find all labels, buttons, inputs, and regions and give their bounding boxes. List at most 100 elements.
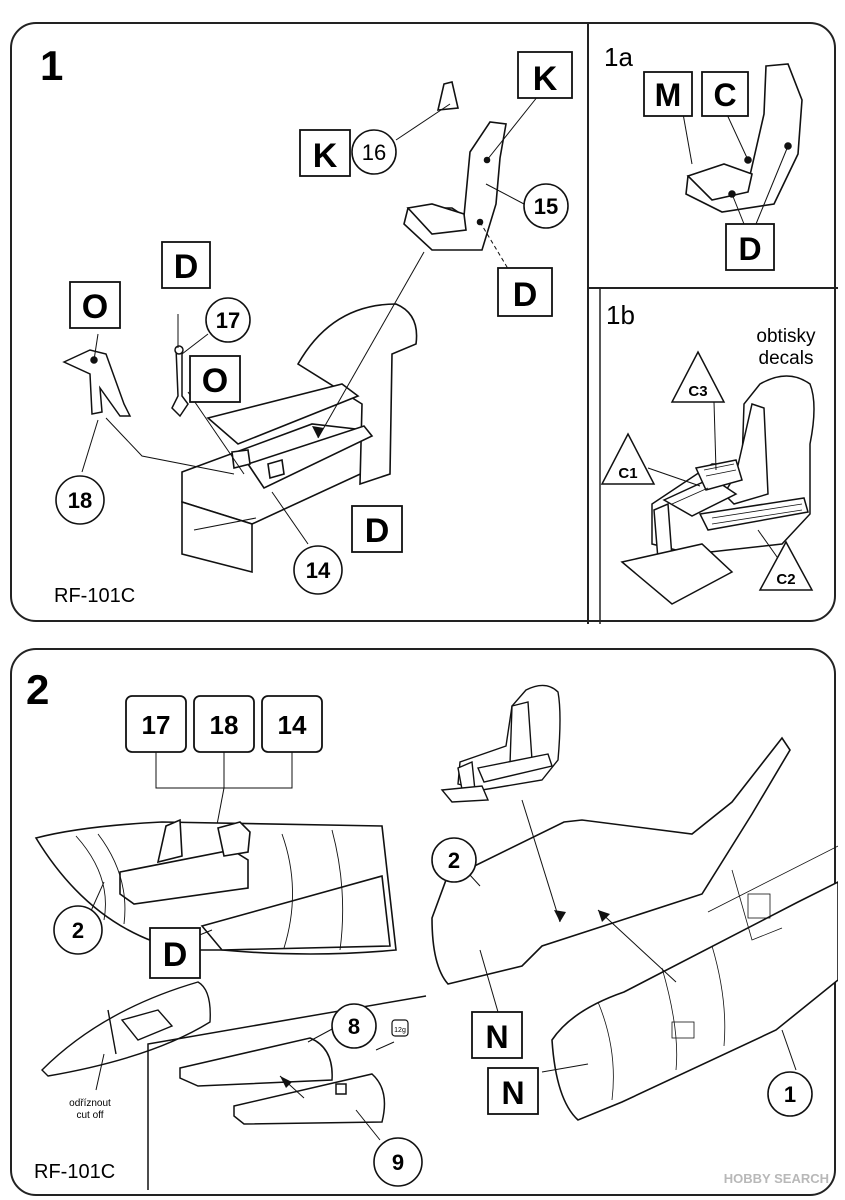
decal-tag-c1: C1 bbox=[600, 432, 656, 485]
callout-n-lower: N bbox=[487, 1067, 539, 1115]
step-1-drawing: 1 1a 1b RF-101C bbox=[40, 24, 838, 624]
nose-cutoff bbox=[41, 981, 211, 1077]
step-number: 1 bbox=[40, 42, 63, 89]
arrow-head bbox=[312, 426, 324, 438]
ejection-seat bbox=[403, 81, 507, 251]
callout-o-left: O bbox=[69, 281, 121, 329]
control-stick-part-17 bbox=[171, 345, 189, 418]
part-circle-15: 15 bbox=[523, 183, 569, 229]
seat-1a bbox=[685, 63, 803, 213]
part-circle-2-right: 2 bbox=[431, 837, 477, 883]
decal-tag-c2: C2 bbox=[758, 540, 814, 591]
seat-cushion bbox=[406, 203, 467, 235]
model-label: RF-101C bbox=[34, 1161, 115, 1183]
leader-lines bbox=[81, 95, 539, 545]
part-circle-9: 9 bbox=[373, 1137, 423, 1187]
callout-o-stick: O bbox=[189, 355, 241, 403]
tub-bulkhead bbox=[296, 303, 418, 486]
svg-text:N: N bbox=[501, 1075, 524, 1111]
svg-text:D: D bbox=[365, 512, 390, 550]
tub-part bbox=[231, 449, 251, 469]
svg-text:12g: 12g bbox=[394, 1027, 406, 1034]
decal-note-cz: obtisky bbox=[756, 326, 816, 347]
part-circle-8: 8 bbox=[331, 1003, 377, 1049]
box-14: 14 bbox=[261, 695, 323, 753]
canopy-subpanel-border bbox=[147, 995, 427, 1190]
callout-d-1a: D bbox=[725, 223, 775, 271]
step-1-panel: 1 1a 1b RF-101C bbox=[10, 22, 838, 624]
box-18: 18 bbox=[193, 695, 255, 753]
svg-text:O: O bbox=[202, 362, 228, 400]
svg-text:17: 17 bbox=[142, 710, 171, 740]
svg-text:K: K bbox=[313, 137, 338, 175]
svg-text:14: 14 bbox=[306, 558, 331, 583]
arrow-head bbox=[280, 1076, 292, 1088]
callout-d-seat: D bbox=[497, 267, 553, 317]
rudder-pedal-part-18 bbox=[62, 349, 132, 417]
cutoff-leader bbox=[95, 1053, 105, 1091]
svg-text:18: 18 bbox=[68, 488, 92, 513]
svg-text:C2: C2 bbox=[776, 571, 795, 588]
cockpit-1b bbox=[620, 375, 815, 605]
svg-text:D: D bbox=[163, 936, 188, 974]
svg-text:C1: C1 bbox=[618, 465, 637, 482]
part-circle-18: 18 bbox=[55, 475, 105, 525]
model-label: RF-101C bbox=[54, 585, 135, 607]
svg-text:9: 9 bbox=[392, 1150, 404, 1175]
glue-icon: 12g bbox=[391, 1019, 409, 1037]
part-circle-2-left: 2 bbox=[53, 905, 103, 955]
svg-text:D: D bbox=[174, 248, 199, 286]
callout-k-left: K bbox=[299, 129, 351, 177]
tub-side bbox=[181, 500, 253, 574]
watermark: HOBBY SEARCH bbox=[723, 1171, 829, 1186]
svg-text:K: K bbox=[533, 60, 558, 98]
svg-text:1: 1 bbox=[784, 1082, 796, 1107]
svg-text:N: N bbox=[485, 1019, 508, 1055]
seat-headrest-part-16 bbox=[436, 81, 459, 111]
fuselage-right-panel-lines bbox=[597, 845, 838, 1101]
svg-text:15: 15 bbox=[534, 194, 558, 219]
decal-tag-c3: C3 bbox=[670, 350, 726, 403]
callout-c-1a: C bbox=[701, 71, 749, 117]
step-number: 2 bbox=[26, 666, 49, 713]
callout-d-step2: D bbox=[149, 927, 201, 979]
fuselage-half-left bbox=[34, 818, 397, 955]
tub-console-left bbox=[206, 383, 360, 445]
callout-n-upper: N bbox=[471, 1011, 523, 1059]
svg-text:18: 18 bbox=[210, 710, 239, 740]
fuselage-half-right bbox=[431, 736, 838, 1121]
fuselage-panel-lines bbox=[75, 829, 344, 951]
callout-d-stick: D bbox=[161, 241, 211, 289]
svg-text:M: M bbox=[655, 77, 682, 113]
arrow-head bbox=[554, 910, 566, 922]
canopy-part-8 bbox=[179, 1037, 333, 1087]
svg-text:D: D bbox=[738, 231, 761, 267]
canopy-part-9 bbox=[233, 1073, 386, 1125]
box-bracket bbox=[155, 752, 293, 831]
svg-text:17: 17 bbox=[216, 308, 240, 333]
box-17: 17 bbox=[125, 695, 187, 753]
part-circle-1: 1 bbox=[767, 1071, 813, 1117]
svg-text:O: O bbox=[82, 288, 108, 326]
part-circle-14: 14 bbox=[293, 545, 343, 595]
decal-note-en: decals bbox=[759, 348, 814, 369]
tub-part bbox=[267, 458, 285, 480]
svg-text:C: C bbox=[713, 77, 736, 113]
svg-text:8: 8 bbox=[348, 1014, 360, 1039]
leader-lines-2-right bbox=[457, 799, 797, 1073]
part-circle-17: 17 bbox=[205, 297, 251, 343]
arrow-head bbox=[598, 910, 610, 922]
svg-text:D: D bbox=[513, 276, 538, 314]
cockpit-insert bbox=[440, 684, 561, 803]
cutoff-note-en: cut off bbox=[76, 1110, 103, 1121]
svg-text:C3: C3 bbox=[688, 383, 707, 400]
part-circle-16: 16 bbox=[351, 129, 397, 175]
callout-d-tub: D bbox=[351, 505, 403, 553]
svg-text:14: 14 bbox=[278, 710, 307, 740]
svg-text:2: 2 bbox=[448, 848, 460, 873]
cockpit-tub bbox=[181, 303, 418, 574]
svg-text:16: 16 bbox=[362, 140, 386, 165]
step-2-panel: 2 RF-101C 17 18 14 bbox=[10, 648, 838, 1196]
substep-1b-label: 1b bbox=[606, 300, 635, 330]
decal-panels bbox=[671, 463, 803, 525]
